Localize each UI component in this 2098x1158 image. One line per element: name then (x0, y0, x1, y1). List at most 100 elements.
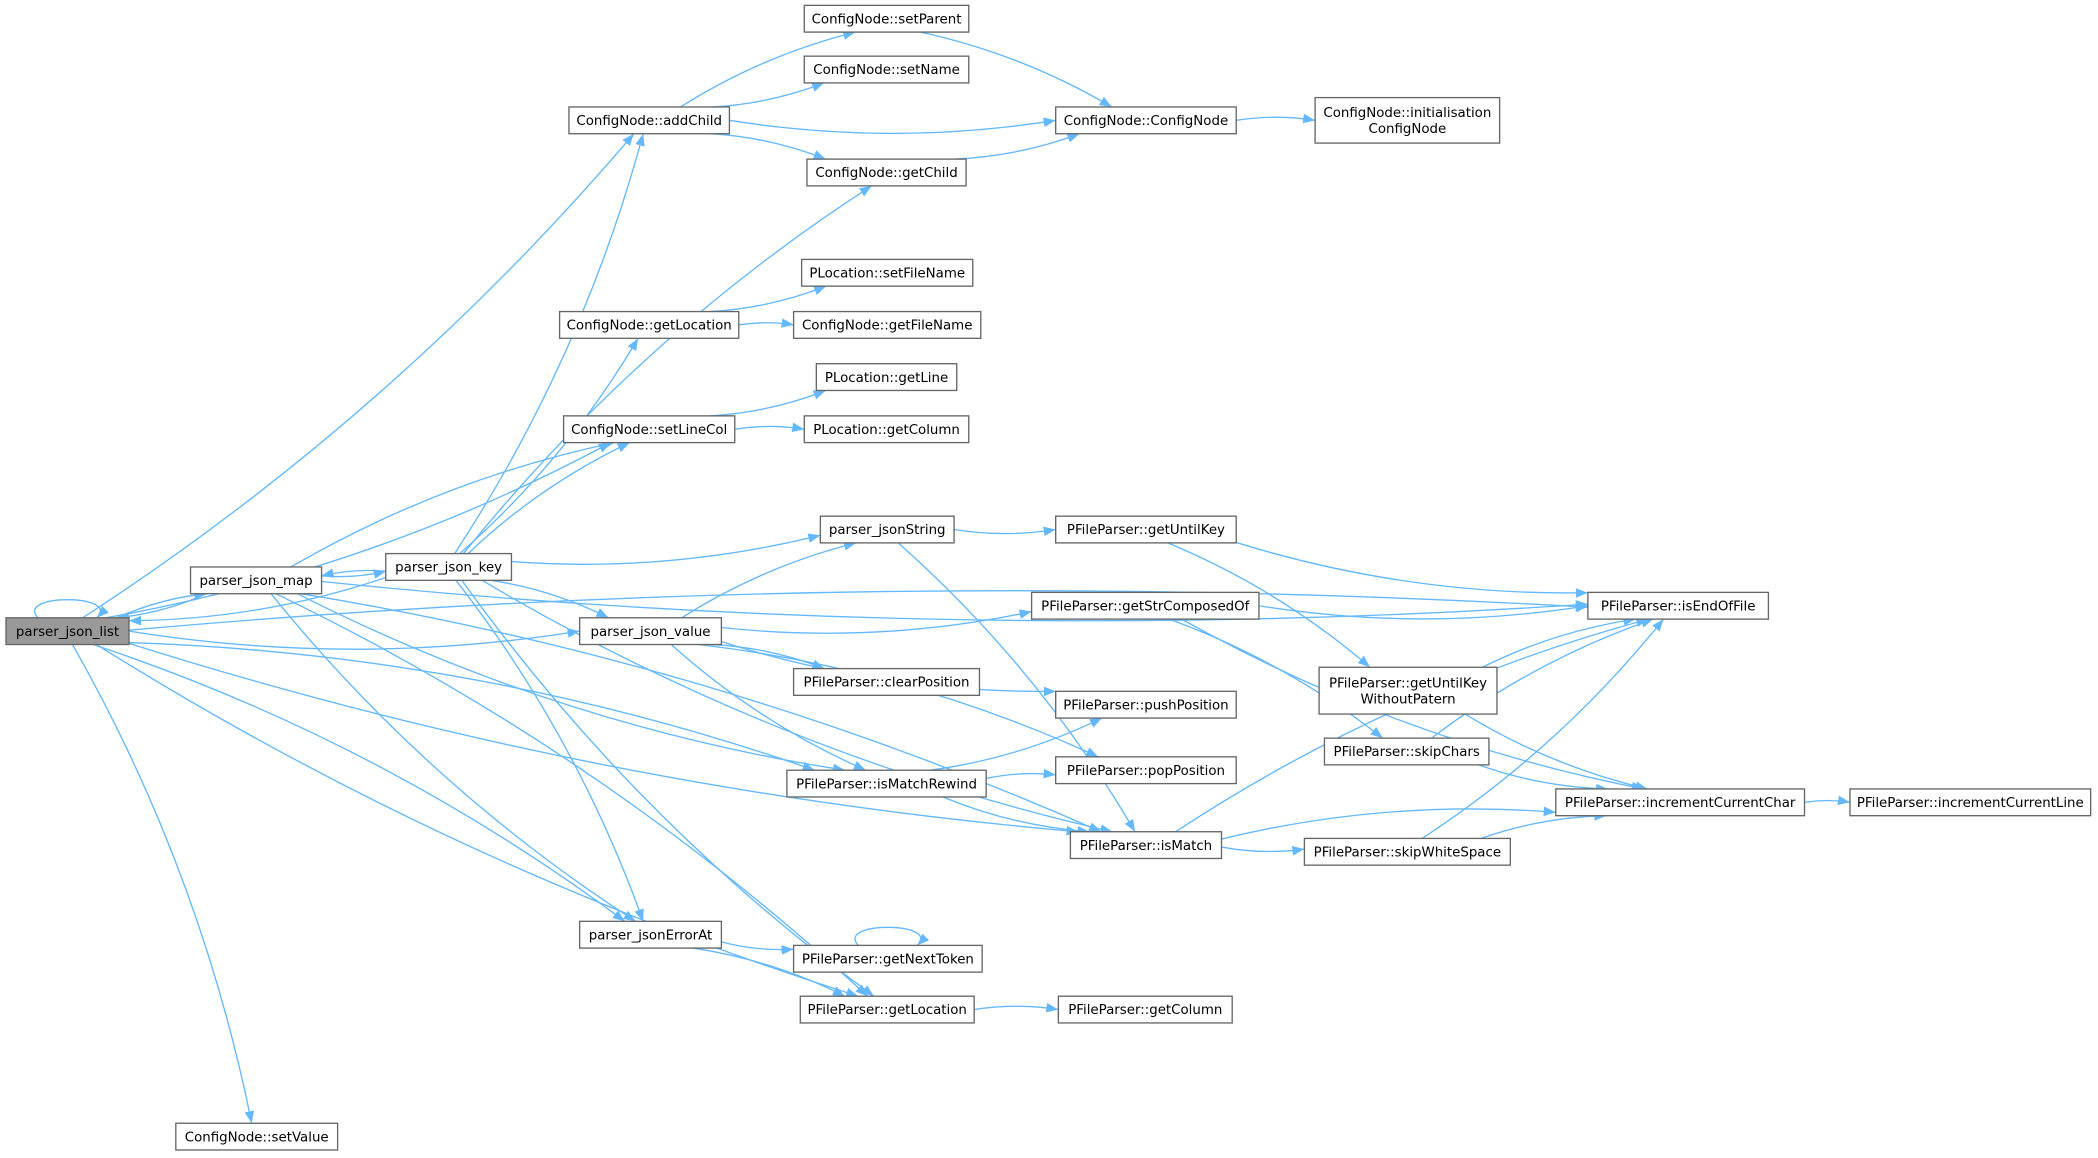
node-box (1849, 788, 2092, 817)
node-box (1055, 515, 1237, 544)
node-label: parser_json_value (591, 625, 711, 640)
node-confignode-setname[interactable]: ConfigNode::setName (803, 55, 970, 84)
call-edge (712, 643, 825, 670)
call-edge (467, 442, 630, 555)
call-edge (1221, 845, 1305, 856)
node-box (1030, 591, 1260, 620)
node-box (800, 258, 974, 287)
node-pfileparser-getnexttoken[interactable]: PFileParser::getNextToken (792, 944, 983, 973)
node-confignode-setlinecol[interactable]: ConfigNode::setLineCol (562, 415, 736, 444)
node-label: ConfigNode::setLineCol (571, 423, 727, 438)
node-box (5, 617, 130, 646)
edges-layer (34, 30, 1851, 1124)
node-confignode-getchild[interactable]: ConfigNode::getChild (806, 158, 967, 187)
call-edge (300, 593, 1102, 833)
node-label: ConfigNode::getLocation (567, 319, 732, 334)
call-edge (71, 644, 255, 1124)
call-edge (942, 796, 1090, 836)
node-box (1303, 837, 1511, 866)
call-edge (710, 285, 827, 313)
call-edge (721, 941, 794, 955)
node-parser-json-list[interactable]: parser_json_list (5, 617, 130, 646)
node-label: WithoutPatern (1361, 692, 1456, 707)
node-box (792, 310, 982, 339)
node-box (1555, 788, 1806, 817)
node-pfileparser-incrementcurrentline[interactable]: PFileParser::incrementCurrentLine (1849, 788, 2092, 817)
node-box (558, 310, 740, 339)
call-edge (116, 590, 207, 619)
node-plocation-setfilename[interactable]: PLocation::setFileName (800, 258, 974, 287)
call-edge (1431, 618, 1654, 739)
call-edge (1258, 602, 1588, 620)
call-edge (854, 926, 930, 946)
node-box (792, 667, 981, 697)
node-pfileparser-getuntilkey[interactable]: PFileParser::getUntilKey (1055, 515, 1237, 544)
node-box (819, 515, 955, 544)
node-pfileparser-getcolumn[interactable]: PFileParser::getColumn (1057, 995, 1233, 1024)
call-edge (670, 644, 867, 771)
call-edge (710, 133, 826, 160)
node-label: parser_jsonString (829, 523, 946, 538)
call-edge (1480, 811, 1607, 840)
node-confignode-getfilename[interactable]: ConfigNode::getFileName (792, 310, 982, 339)
call-edge (455, 579, 644, 922)
node-label: PLocation::setFileName (809, 266, 965, 281)
node-confignode-confignode[interactable]: ConfigNode::ConfigNode (1055, 106, 1237, 135)
node-plocation-getcolumn[interactable]: PLocation::getColumn (803, 415, 970, 444)
node-parser-jsonerrorat[interactable]: parser_jsonErrorAt (578, 920, 723, 949)
node-confignode-setvalue[interactable]: ConfigNode::setValue (175, 1122, 339, 1151)
call-edge (129, 576, 386, 626)
node-box (562, 415, 736, 444)
call-edge (953, 133, 1080, 160)
node-confignode-getlocation[interactable]: ConfigNode::getLocation (558, 310, 740, 339)
call-edge (92, 643, 626, 922)
call-edge (698, 643, 1099, 758)
call-edge (270, 593, 636, 922)
node-pfileparser-getlocation[interactable]: PFileParser::getLocation (799, 995, 975, 1024)
node-box (1069, 831, 1223, 860)
node-pfileparser-isendoffile[interactable]: PFileParser::isEndOfFile (1587, 591, 1770, 620)
call-edge (1181, 618, 1644, 792)
call-edge (117, 593, 207, 622)
node-confignode-setparent[interactable]: ConfigNode::setParent (803, 4, 970, 33)
node-confignode-addchild[interactable]: ConfigNode::addChild (568, 106, 731, 135)
node-pfileparser-skipchars[interactable]: PFileParser::skipChars (1323, 737, 1490, 766)
node-label: parser_json_list (16, 625, 119, 640)
node-box (175, 1122, 339, 1151)
node-label: PFileParser::skipWhiteSpace (1314, 845, 1501, 860)
call-edge (1236, 541, 1588, 598)
node-parser-json-value[interactable]: parser_json_value (578, 617, 723, 646)
node-label: parser_jsonErrorAt (589, 928, 713, 943)
node-box (1314, 96, 1501, 144)
node-pfileparser-clearposition[interactable]: PFileParser::clearPosition (792, 667, 981, 697)
node-label: parser_json_key (395, 561, 502, 576)
call-edge (462, 185, 873, 555)
node-box (1318, 666, 1498, 715)
node-label: ConfigNode::initialisation (1323, 106, 1491, 121)
node-box (803, 4, 970, 33)
node-pfileparser-skipwhitespace[interactable]: PFileParser::skipWhiteSpace (1303, 837, 1511, 866)
call-edge (459, 337, 639, 555)
call-edge (1236, 113, 1316, 124)
call-edge (321, 580, 1588, 622)
node-pfileparser-getstrcomposedof[interactable]: PFileParser::getStrComposedOf (1030, 591, 1260, 620)
node-pfileparser-pushposition[interactable]: PFileParser::pushPosition (1055, 690, 1237, 719)
call-edge (454, 133, 645, 554)
node-parser-json-key[interactable]: parser_json_key (385, 552, 513, 582)
node-pfileparser-popposition[interactable]: PFileParser::popPosition (1055, 756, 1237, 785)
node-label: PFileParser::getUntilKey (1067, 523, 1225, 538)
node-parser-jsonstring[interactable]: parser_jsonString (819, 515, 955, 544)
node-pfileparser-ismatchrewind[interactable]: PFileParser::isMatchRewind (786, 769, 987, 798)
node-label: ConfigNode::getFileName (802, 319, 972, 334)
node-box (385, 552, 513, 582)
call-edge (734, 422, 805, 433)
node-parser-json-map[interactable]: parser_json_map (189, 566, 323, 595)
node-pfileparser-incrementcurrentchar[interactable]: PFileParser::incrementCurrentChar (1555, 788, 1806, 817)
node-label: PFileParser::pushPosition (1063, 698, 1228, 713)
node-plocation-getline[interactable]: PLocation::getLine (815, 363, 958, 392)
node-pfileparser-ismatch[interactable]: PFileParser::isMatch (1069, 831, 1223, 860)
node-label: ConfigNode::setParent (812, 12, 962, 27)
call-edge (1221, 806, 1556, 840)
